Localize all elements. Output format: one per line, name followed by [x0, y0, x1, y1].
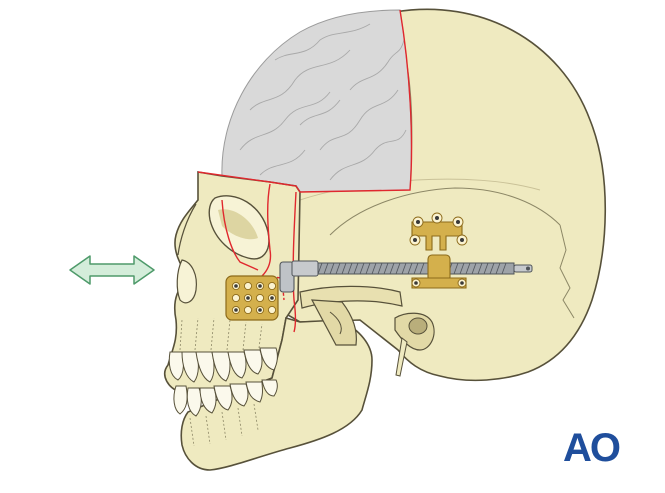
osteotomy-vertical [292, 191, 297, 333]
temporal-line [299, 178, 541, 201]
nasal-bone [177, 203, 197, 256]
mandible [180, 299, 373, 471]
coronoid-process [329, 311, 342, 335]
ear-canal [408, 317, 428, 335]
osteotomy-inner-orbit [221, 199, 259, 271]
lower-teeth [173, 379, 278, 417]
midface-mesh-plate [225, 275, 279, 321]
brain-surface [221, 9, 412, 193]
lambdoid-suture [559, 224, 575, 319]
rod-threads [317, 262, 507, 275]
teeth [168, 317, 278, 447]
orbit-shadow [218, 209, 258, 240]
brain [221, 9, 412, 193]
double-headed-arrow-icon [69, 255, 155, 285]
temporal-fixation-plate [409, 212, 468, 289]
mandible-body [180, 316, 373, 471]
nasal-aperture [176, 259, 197, 304]
mandible-ramus [310, 299, 357, 346]
osteotomy-frontal [197, 9, 413, 193]
upper-teeth [168, 347, 278, 383]
styloid-process [395, 337, 408, 377]
osteotomy-lines [197, 9, 413, 333]
tooth-roots [179, 317, 263, 447]
ao-logo: AO [563, 426, 621, 470]
distractor-device [279, 260, 533, 293]
osteotomy-orbital [261, 183, 272, 277]
squamosal-suture [329, 187, 561, 236]
brain-gyri [239, 23, 407, 181]
